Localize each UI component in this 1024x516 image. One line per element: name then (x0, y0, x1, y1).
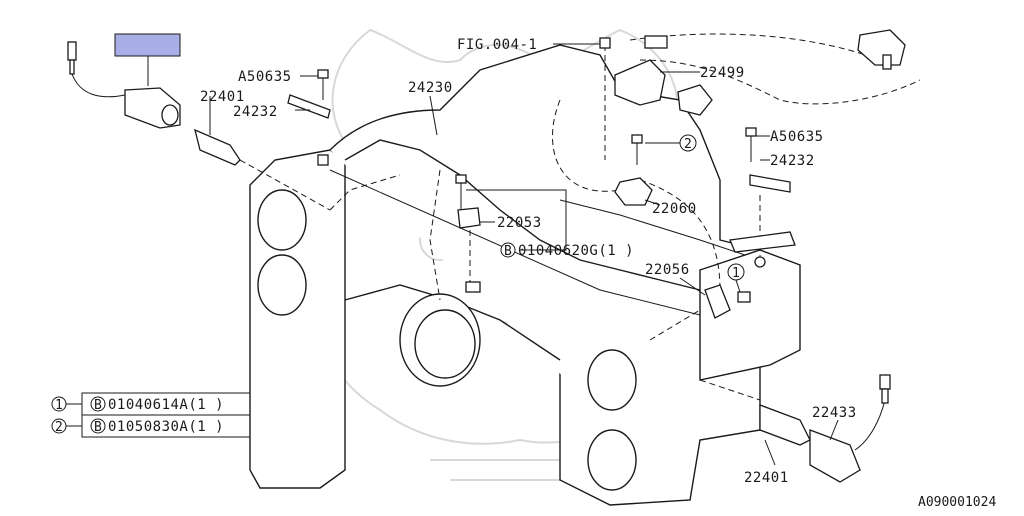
cylinder-bores (257, 189, 637, 491)
legend-row-2-symbol-circle (90, 418, 106, 434)
legend-row-2-part: 01050830A(1 ) (108, 419, 224, 435)
part-22053 (455, 174, 567, 293)
callout-2-text: 2 (684, 137, 692, 152)
label-22499: 22499 (700, 65, 745, 81)
label-22053: 22053 (497, 215, 542, 231)
part-labels: FIG.004-1 22499 A50635 22401 24232 24230… (200, 37, 996, 510)
sensor-top-left (67, 41, 181, 129)
label-22401-bottom: 22401 (744, 470, 789, 486)
bolt-a50635-left (300, 69, 329, 100)
legend-row-1-symbol: B (94, 398, 102, 413)
legend-row-1-symbol-circle (90, 396, 106, 412)
bolt-symbol-text: B (504, 244, 512, 259)
label-24232-left: 24232 (233, 104, 278, 120)
label-24232-right: 24232 (770, 153, 815, 169)
callout-1-text: 1 (732, 266, 740, 281)
connector-top-right (677, 29, 906, 116)
label-a50635-right: A50635 (770, 129, 824, 145)
legend-table: 1 B 01040614A(1 ) 2 B 01050830A(1 ) (51, 392, 251, 438)
label-22060: 22060 (652, 201, 697, 217)
bolt-a50635-right (745, 127, 791, 193)
label-24230: 24230 (408, 80, 453, 96)
bolt-symbol-circle (500, 242, 516, 258)
sensor-bottom-right (759, 374, 891, 483)
part-22056: 1 (679, 231, 796, 319)
part-22401-top (194, 96, 241, 166)
label-a50635-left: A50635 (238, 69, 292, 85)
sensor-22060: 2 (614, 134, 697, 206)
legend-row-1-ref: 1 (55, 398, 63, 413)
legend-row-2-ref: 2 (55, 420, 63, 435)
bracket-22499 (560, 35, 700, 106)
fig-ref-label[interactable]: FIG.004-1 (457, 37, 537, 53)
label-22056: 22056 (645, 262, 690, 278)
bolt-note-label: 01040620G(1 ) (518, 243, 634, 259)
label-22433: 22433 (812, 405, 857, 421)
engine-block (249, 44, 801, 506)
legend-row-1-part: 01040614A(1 ) (108, 397, 224, 413)
clip-24232-left (287, 94, 331, 166)
highlight-box[interactable] (114, 33, 181, 57)
label-22401-top: 22401 (200, 89, 245, 105)
legend-row-2-symbol: B (94, 420, 102, 435)
document-id: A090001024 (918, 495, 996, 510)
